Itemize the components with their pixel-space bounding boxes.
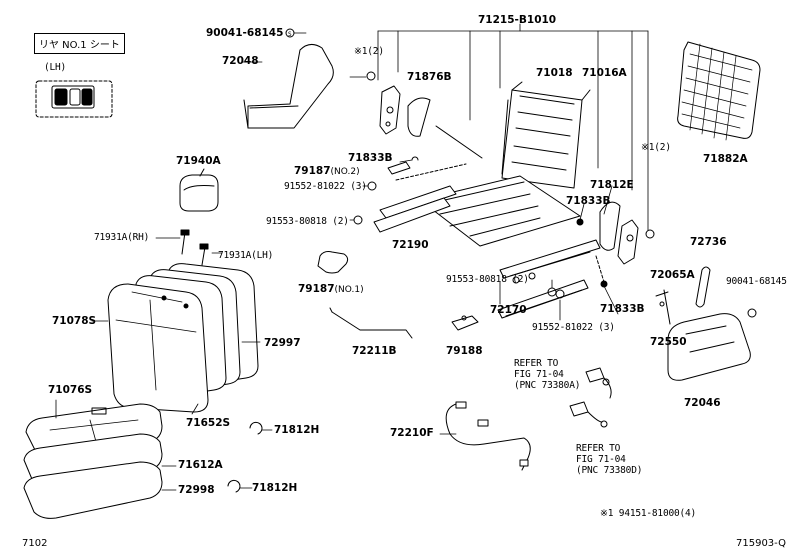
label-79187-no1: 79187(NO.1) (298, 283, 364, 296)
label-72210f: 72210F (390, 427, 434, 439)
label-79187-no2: 79187(NO.2) (294, 165, 360, 178)
label-71940a: 71940A (176, 155, 221, 167)
label-note-right: ※1(2) (641, 142, 671, 153)
hog-rings (227, 421, 273, 493)
headrest-71940a (179, 168, 219, 212)
label-71016a: 71016A (582, 67, 627, 79)
label-note-left: ※1(2) (354, 46, 384, 57)
label-71612a: 71612A (178, 459, 223, 471)
lever-parts (655, 266, 711, 325)
connectors-refer (569, 367, 612, 428)
label-72046: 72046 (684, 397, 721, 409)
label-71812h-top: 71812H (274, 424, 320, 436)
label-72550: 72550 (650, 336, 687, 348)
clip-79187-79188 (317, 251, 479, 331)
label-71018: 71018 (536, 67, 573, 79)
refer-bot-3: (PNC 73380D) (576, 465, 643, 476)
label-71833b-mid: 71833B (566, 195, 611, 207)
refer-top-2: FIG 71-04 (514, 369, 564, 380)
label-91552-top: 91552-81022 (3) (284, 181, 367, 192)
label-71833b-low: 71833B (600, 303, 645, 315)
label-71652s: 71652S (186, 417, 231, 429)
lh-seat-thumbnail (35, 80, 113, 118)
label-91553-mid: 91553-80818 (2) (446, 274, 529, 285)
label-72998: 72998 (178, 484, 215, 496)
label-71833b-top: 71833B (348, 152, 393, 164)
label-71215-b1010: 71215-B1010 (478, 14, 557, 26)
recliner-left (366, 71, 483, 159)
lh-label: (LH) (44, 62, 67, 73)
label-71812h-bot: 71812H (252, 482, 298, 494)
cover-72048: S (241, 28, 334, 129)
misc-leaders (349, 76, 619, 321)
seatback-assembly (91, 263, 261, 415)
seat-cushion-assembly (23, 399, 177, 519)
cushion-frame (353, 156, 581, 247)
label-91553-top: 91553-80818 (2) (266, 216, 349, 227)
svg-text:S: S (288, 31, 292, 38)
cover-72046 (667, 308, 757, 381)
label-72190: 72190 (392, 239, 429, 251)
label-79188: 79188 (446, 345, 483, 357)
seat-rails (497, 239, 601, 319)
back-board-71882a (677, 41, 761, 141)
recliner-right (576, 201, 655, 288)
label-72048: 72048 (222, 55, 259, 67)
headrest-guides (155, 229, 223, 266)
refer-bot-1: REFER TO (576, 443, 621, 454)
label-71931a-lh: 71931A(LH) (218, 250, 274, 261)
label-72736: 72736 (690, 236, 727, 248)
label-71882a: 71882A (703, 153, 748, 165)
label-71876b: 71876B (407, 71, 452, 83)
leader-lines-top (377, 23, 649, 231)
label-72997: 72997 (264, 337, 301, 349)
footer-right-code: 715903-Q (736, 538, 787, 549)
label-72170: 72170 (490, 304, 527, 316)
label-90041-68145-top: 90041-68145 (206, 27, 284, 39)
wire-72211b (329, 307, 413, 339)
label-71812e: 71812E (590, 179, 634, 191)
label-91552-low: 91552-81022 (3) (532, 322, 615, 333)
footer-left-code: 7102 (22, 538, 48, 549)
seatback-frame (501, 81, 591, 189)
refer-top-1: REFER TO (514, 358, 559, 369)
label-72065a: 72065A (650, 269, 695, 281)
refer-top-3: (PNC 73380A) (514, 380, 581, 391)
label-71078s: 71078S (52, 315, 97, 327)
label-71076s: 71076S (48, 384, 93, 396)
seat-title-box: リヤ NO.1 シート (34, 33, 125, 54)
harness-72210f (439, 401, 531, 471)
label-90041-68145-right: 90041-68145 (726, 276, 787, 287)
label-72211b: 72211B (352, 345, 397, 357)
refer-bot-2: FIG 71-04 (576, 454, 626, 465)
label-71931a-rh: 71931A(RH) (94, 232, 150, 243)
footnote: ※1 94151-81000(4) (600, 508, 697, 519)
